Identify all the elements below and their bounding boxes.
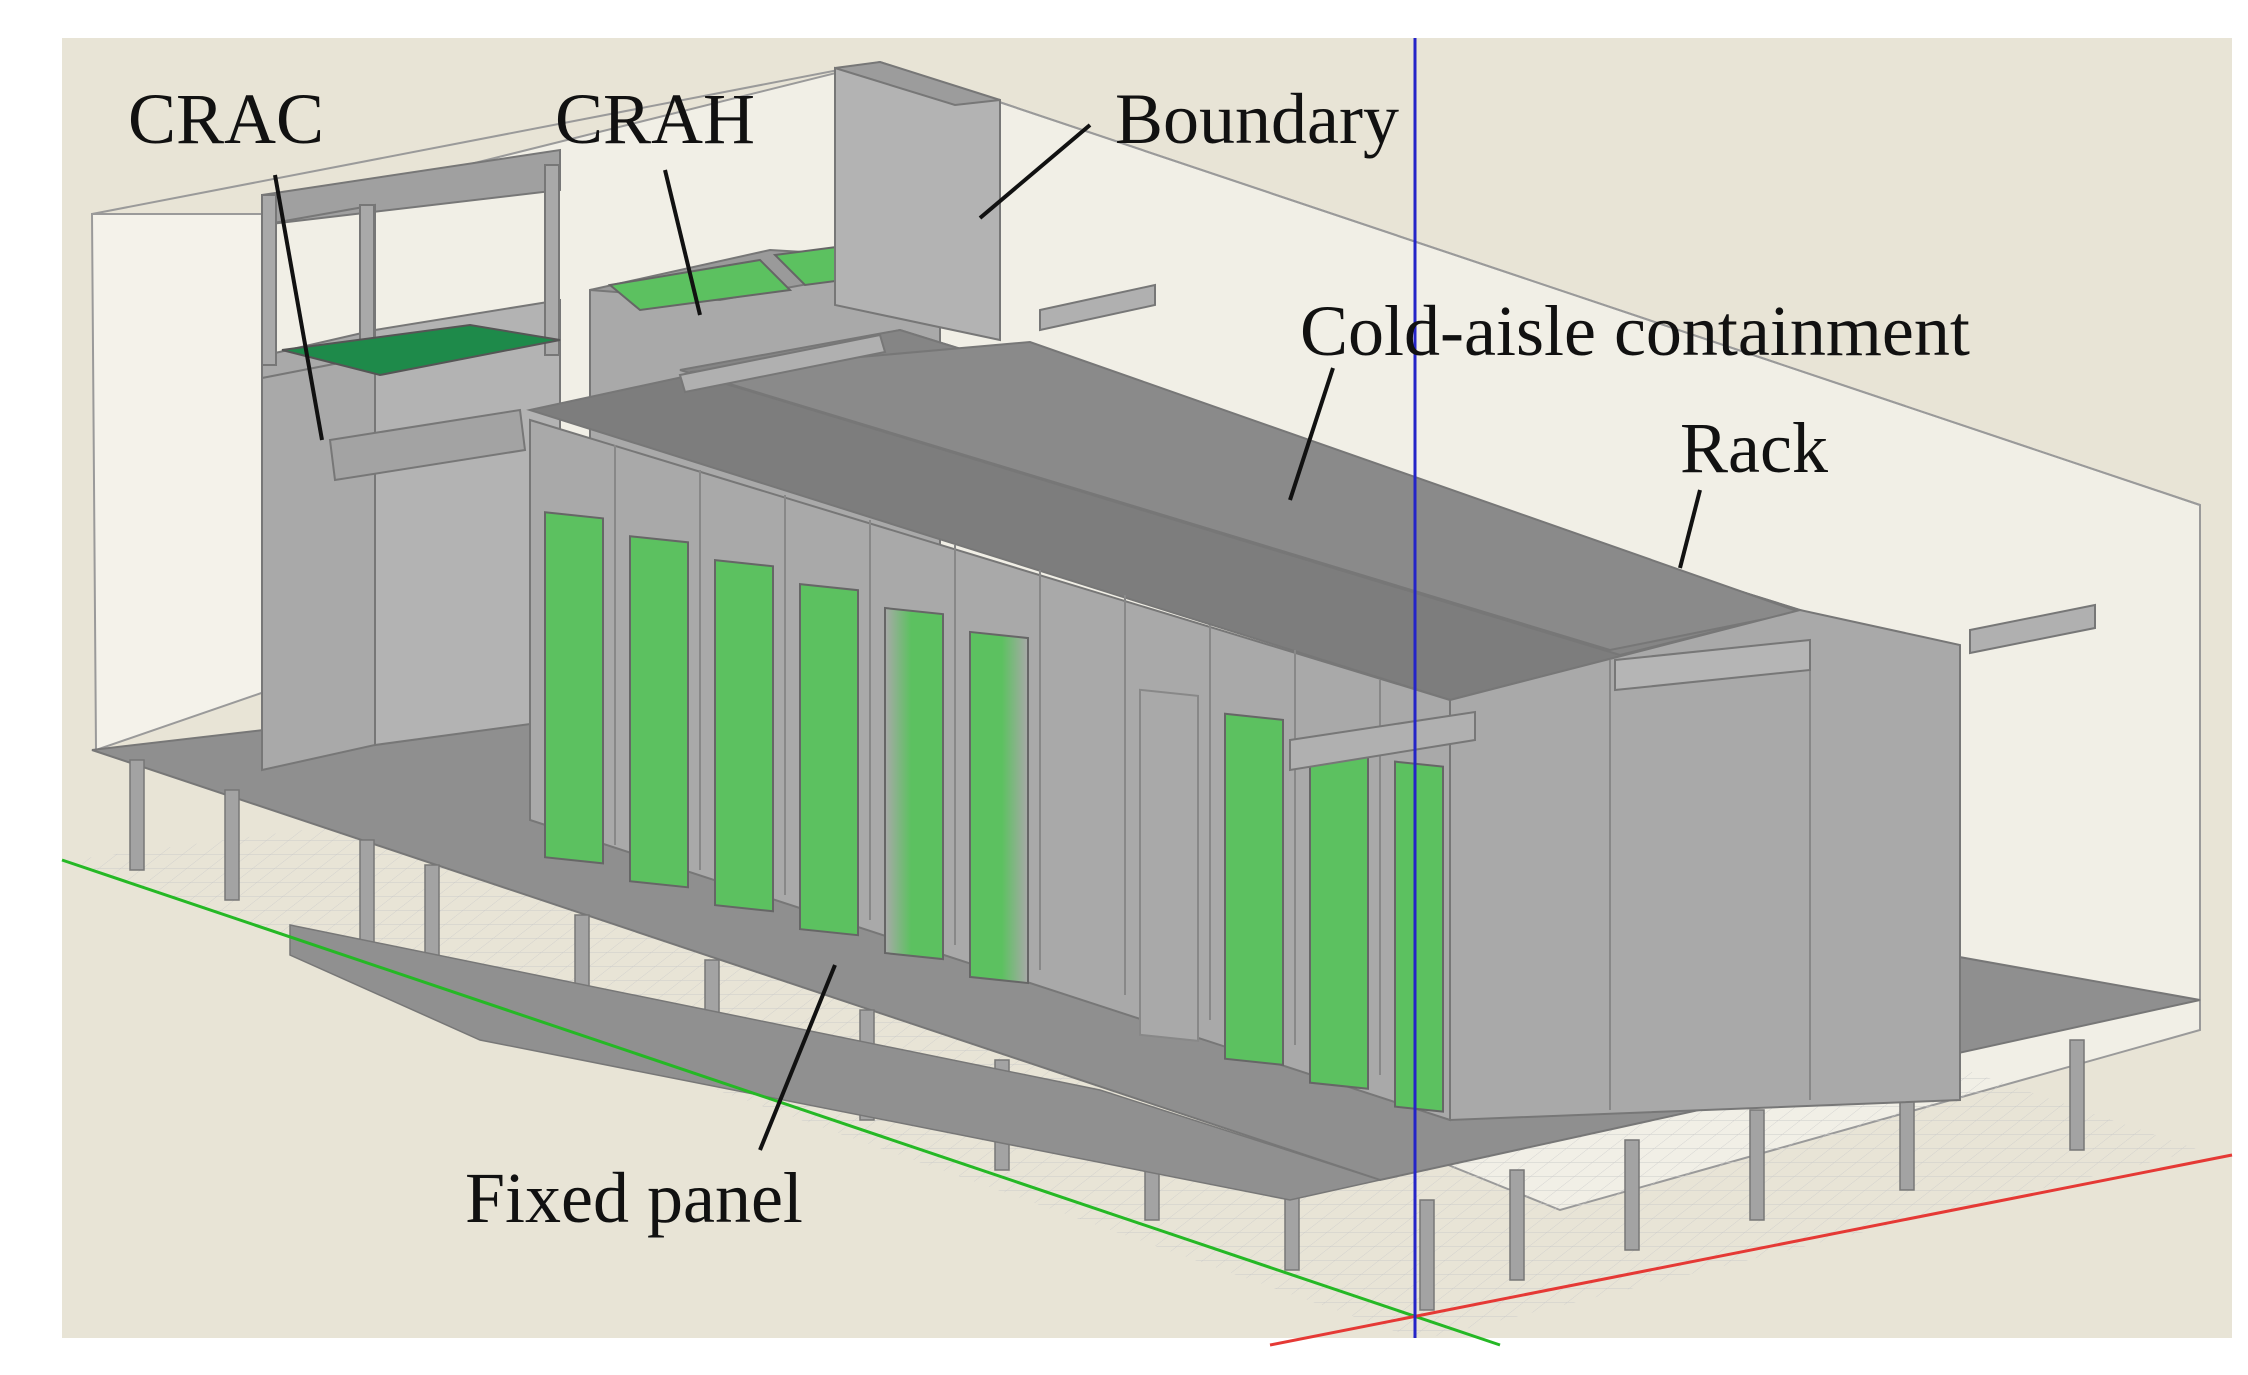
rack-vent xyxy=(799,582,859,937)
rack-blank-panel xyxy=(1139,688,1199,1043)
boundary-leader xyxy=(978,123,1092,220)
fixed-panel-label: Fixed panel xyxy=(465,1158,803,1238)
crac-label: CRAC xyxy=(128,79,324,159)
crah-vent xyxy=(607,258,793,312)
boundary-label: Boundary xyxy=(1115,79,1399,159)
rack-vent xyxy=(544,511,604,865)
boundary-pillar xyxy=(834,60,1001,342)
rack-vent xyxy=(629,535,689,889)
leader-lines xyxy=(273,123,1702,1151)
rack-leader xyxy=(1678,489,1702,569)
rack-vent xyxy=(1394,760,1444,1113)
rack-label: Rack xyxy=(1680,408,1828,488)
x-axis xyxy=(1269,1153,2233,1347)
rack-vent xyxy=(1309,736,1369,1090)
fixed-panel xyxy=(289,924,1383,1201)
cold-aisle-label: Cold-aisle containment xyxy=(1300,291,1970,371)
crac-unit xyxy=(261,148,561,772)
rack-vent xyxy=(969,630,1029,985)
cold-aisle-leader xyxy=(1288,367,1335,501)
fixed-panel-leader xyxy=(758,964,837,1151)
rack-vent xyxy=(714,559,774,913)
crac-leader xyxy=(273,174,324,441)
wall-sensors xyxy=(678,283,2096,772)
rack-vent xyxy=(884,606,944,961)
rack-vent xyxy=(1224,712,1284,1066)
crah-leader xyxy=(663,169,702,316)
cold-aisle-containment xyxy=(526,328,1961,1122)
crah-label: CRAH xyxy=(555,79,755,159)
rack-row xyxy=(529,418,1451,1122)
crac-vent xyxy=(281,323,561,377)
